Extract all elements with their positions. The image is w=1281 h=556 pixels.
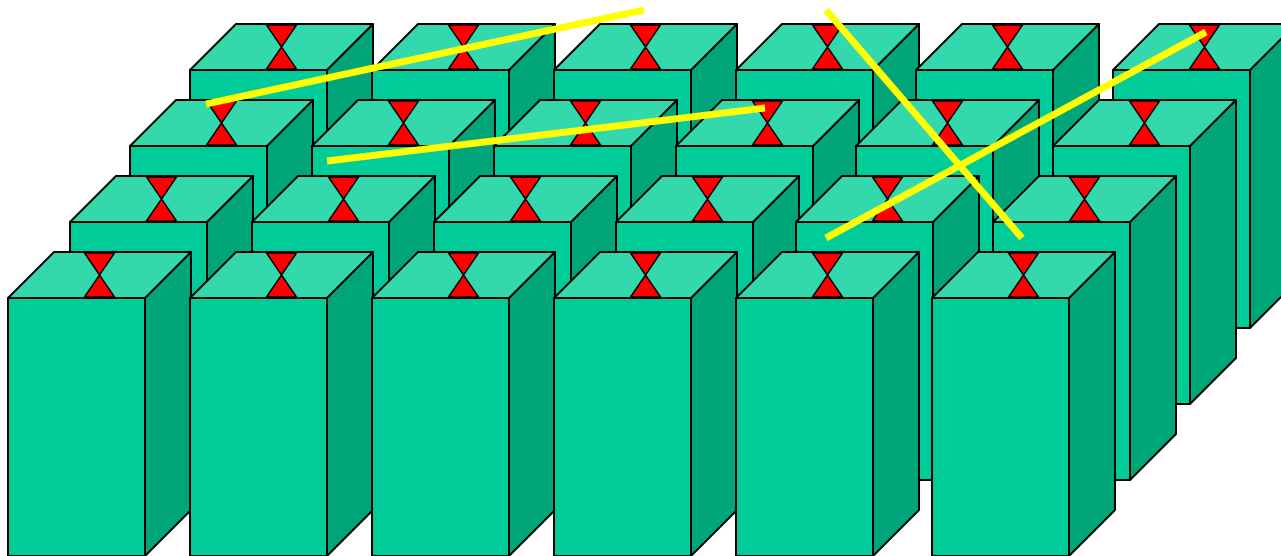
- block-front-face: [553, 297, 692, 556]
- link-line: [823, 7, 1025, 241]
- block-front-face: [189, 297, 328, 556]
- hourglass-marker: [1007, 252, 1040, 298]
- hourglass-marker: [145, 176, 178, 222]
- link-line: [824, 28, 1208, 242]
- block-side-face: [144, 251, 192, 556]
- hourglass-marker: [83, 252, 116, 298]
- hourglass-marker: [629, 252, 662, 298]
- hourglass-marker: [265, 252, 298, 298]
- link-lines: [205, 6, 1208, 242]
- block-side-face: [690, 251, 738, 556]
- block: [553, 251, 738, 556]
- hourglass-marker: [1128, 100, 1161, 146]
- link-line: [326, 104, 766, 165]
- hourglass-marker: [629, 24, 662, 70]
- block: [7, 251, 192, 556]
- block-side-face: [1129, 175, 1177, 481]
- block: [735, 251, 920, 556]
- hourglass-marker: [811, 252, 844, 298]
- hourglass-marker: [265, 24, 298, 70]
- block-grid: [7, 23, 1281, 556]
- block-side-face: [872, 251, 920, 556]
- block-side-face: [1249, 37, 1281, 329]
- hourglass-marker: [1068, 176, 1101, 222]
- block-front-face: [371, 297, 510, 556]
- hourglass-marker: [691, 176, 724, 222]
- block-side-face: [1068, 251, 1116, 556]
- hourglass-marker: [509, 176, 542, 222]
- block-front-face: [735, 297, 874, 556]
- hourglass-marker: [327, 176, 360, 222]
- hourglass-marker: [447, 252, 480, 298]
- block: [189, 251, 374, 556]
- block: [371, 251, 556, 556]
- hourglass-marker: [991, 24, 1024, 70]
- link-line: [205, 6, 645, 108]
- hourglass-marker: [811, 24, 844, 70]
- block-front-face: [7, 297, 146, 556]
- hourglass-marker: [931, 100, 964, 146]
- block-side-face: [1189, 99, 1237, 405]
- block-side-face: [508, 251, 556, 556]
- block: [931, 251, 1116, 556]
- hourglass-marker: [387, 100, 420, 146]
- block-side-face: [326, 251, 374, 556]
- block-front-face: [931, 297, 1070, 556]
